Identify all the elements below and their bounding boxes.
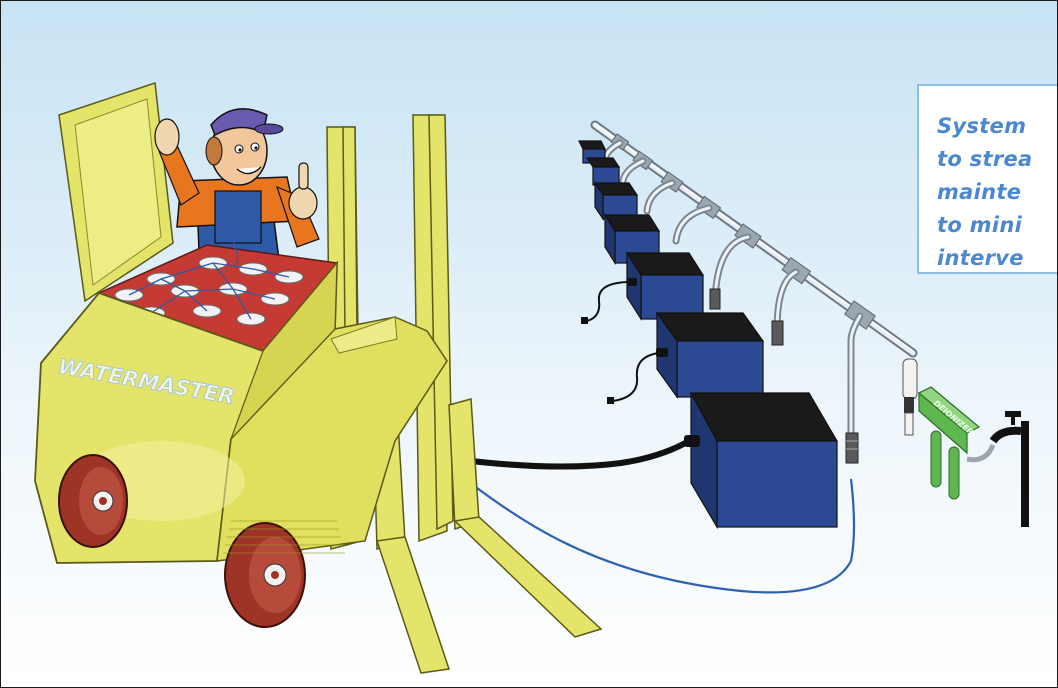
info-callout-box: System to strea mainte to mini interve — [917, 84, 1058, 274]
deionizer-filter: DEIONIZER — [919, 387, 979, 499]
manifold-end-valve — [903, 359, 917, 435]
callout-line-2: to strea — [937, 143, 1058, 176]
callout-line-3: mainte — [937, 176, 1058, 209]
callout-line-5: interve — [937, 242, 1058, 275]
callout-line-1: System — [937, 110, 1058, 143]
battery-5 — [627, 253, 703, 319]
cord-plug-ends — [581, 317, 614, 404]
forklift-rear-wheel — [59, 455, 127, 547]
charger-cable — [471, 441, 689, 467]
battery-3 — [595, 183, 637, 219]
callout-line-4: to mini — [937, 209, 1058, 242]
battery-7 — [691, 393, 837, 527]
battery-2 — [587, 158, 619, 185]
forklift-front-wheel — [225, 523, 305, 627]
battery-6 — [657, 313, 763, 397]
forklift-forks — [373, 399, 601, 673]
